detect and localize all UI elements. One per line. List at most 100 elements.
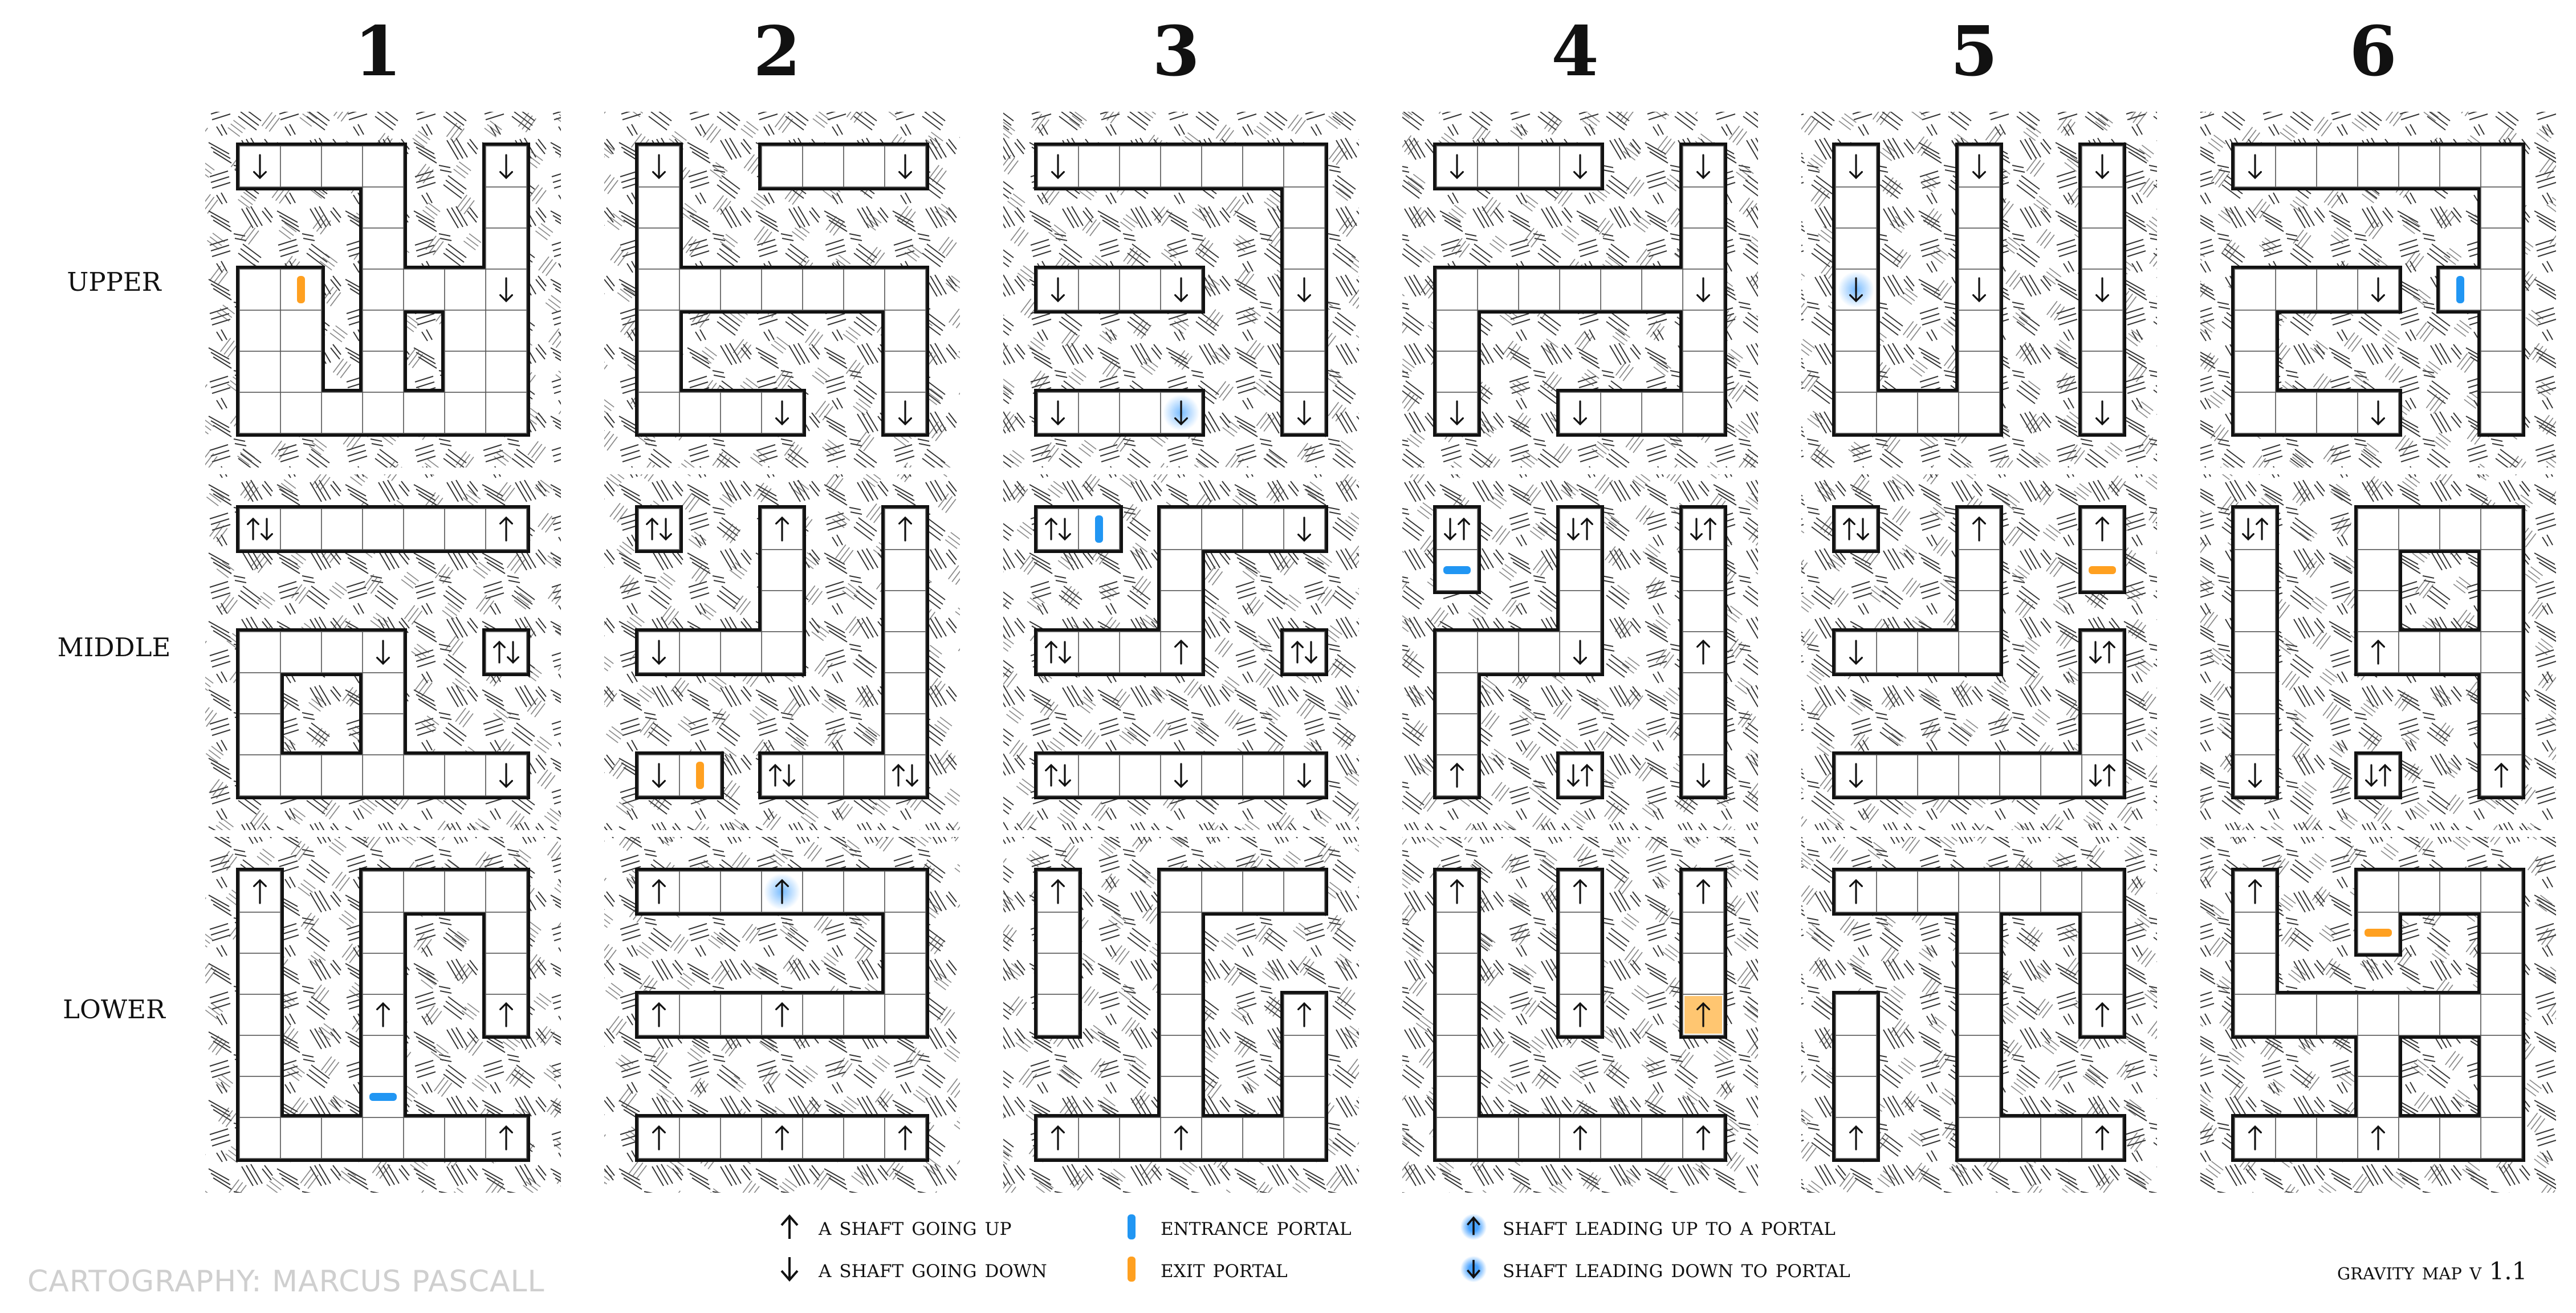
marker-up xyxy=(376,1002,390,1027)
corridor-cell xyxy=(2040,754,2082,796)
corridor-cell xyxy=(362,713,404,755)
corridor-cell xyxy=(1835,351,1877,393)
corridor-cell xyxy=(2480,590,2522,632)
corridor-cell xyxy=(1477,631,1519,673)
corridor-cell xyxy=(1283,871,1325,913)
corridor-cell xyxy=(1682,186,1724,229)
marker-dn xyxy=(2095,277,2109,303)
corridor-cell xyxy=(884,310,926,352)
corridor-cell xyxy=(1559,269,1601,311)
corridor-cell xyxy=(2357,1076,2399,1118)
corridor-cell xyxy=(362,269,404,311)
corridor-cell xyxy=(2234,631,2276,673)
corridor-cell xyxy=(1078,1117,1120,1159)
corridor-cell xyxy=(1436,1035,1478,1077)
marker-dnup xyxy=(1567,763,1593,787)
corridor-cell xyxy=(884,631,926,673)
corridor-cell xyxy=(1201,145,1243,188)
corridor-cell xyxy=(444,351,486,393)
corridor-cell xyxy=(1160,953,1202,995)
corridor-cell xyxy=(679,269,721,311)
corridor-cell xyxy=(638,269,680,311)
marker-up xyxy=(2095,516,2109,542)
legend-shaft-up: a shaft going up xyxy=(775,1212,1012,1241)
corridor-cell xyxy=(1160,994,1202,1036)
corridor-cell xyxy=(485,351,527,393)
corridor-cell xyxy=(1518,269,1560,311)
corridor-cell xyxy=(362,953,404,995)
marker-updn xyxy=(646,517,672,541)
corridor-cell xyxy=(1436,310,1478,352)
marker-dnup xyxy=(1690,517,1716,541)
corridor-cell xyxy=(1559,590,1601,632)
marker-dn xyxy=(1297,277,1311,303)
marker-dnup xyxy=(2365,763,2391,787)
corridor-cell xyxy=(2081,631,2123,673)
corridor-cell xyxy=(1078,631,1120,673)
marker-updn xyxy=(1045,640,1071,664)
corridor-cell xyxy=(1119,754,1161,796)
marker-up xyxy=(1297,1002,1311,1027)
corridor-cell xyxy=(1283,310,1325,352)
marker-dn xyxy=(1696,763,1710,788)
corridor-cell xyxy=(362,1035,404,1077)
corridor-cell xyxy=(403,508,445,550)
corridor-cell xyxy=(802,1117,844,1159)
corridor-cell xyxy=(884,953,926,995)
corridor-cell xyxy=(2275,145,2317,188)
corridor-cell xyxy=(761,754,803,796)
corridor-cell xyxy=(321,1117,363,1159)
corridor-cell xyxy=(2398,1117,2440,1159)
corridor-cell xyxy=(761,590,803,632)
marker-updn xyxy=(769,763,795,787)
column-label-6: 6 xyxy=(2349,11,2397,92)
corridor-cell xyxy=(1436,269,1478,311)
corridor-cell xyxy=(802,145,844,188)
corridor-cell xyxy=(1835,392,1877,434)
corridor-cell xyxy=(2439,508,2481,550)
corridor-cell xyxy=(1242,1117,1284,1159)
marker-dn xyxy=(652,640,666,665)
row-label-lower: lower xyxy=(63,985,165,1027)
corridor-cell xyxy=(2480,672,2522,714)
corridor-cell xyxy=(239,508,281,550)
marker-dn xyxy=(1972,154,1986,180)
corridor-cell xyxy=(2234,912,2276,954)
corridor-cell xyxy=(2439,994,2481,1036)
corridor-cell xyxy=(1518,145,1560,188)
maze-3-middle xyxy=(1003,474,1359,830)
marker-up xyxy=(652,1125,666,1151)
corridor-cell xyxy=(239,912,281,954)
corridor-cell xyxy=(1283,145,1325,188)
row-label-upper: upper xyxy=(67,258,161,300)
marker-dn xyxy=(898,400,912,426)
corridor-cell xyxy=(280,754,322,796)
marker-dn xyxy=(652,763,666,788)
marker-up xyxy=(1051,1125,1065,1151)
corridor-cell xyxy=(843,754,885,796)
marker-dnup xyxy=(1567,517,1593,541)
corridor-cell xyxy=(2234,392,2276,434)
marker-up xyxy=(775,516,789,542)
corridor-cell xyxy=(1160,1076,1202,1118)
corridor-cell xyxy=(884,871,926,913)
corridor-cell xyxy=(1201,1117,1243,1159)
corridor-cell xyxy=(1600,269,1642,311)
corridor-cell xyxy=(2357,754,2399,796)
corridor-cell xyxy=(720,994,762,1036)
corridor-cell xyxy=(2480,508,2522,550)
corridor-cell xyxy=(1037,912,1079,954)
corridor-cell xyxy=(2480,269,2522,311)
corridor-cell xyxy=(321,754,363,796)
marker-entr-h xyxy=(1443,566,1471,574)
corridor-cell xyxy=(1559,953,1601,995)
corridor-cell xyxy=(1958,590,2000,632)
corridor-cell xyxy=(403,1117,445,1159)
corridor-cell xyxy=(1876,392,1918,434)
corridor-cell xyxy=(1682,590,1724,632)
corridor-cell xyxy=(1641,1117,1683,1159)
corridor-cell xyxy=(1436,631,1478,673)
corridor-cell xyxy=(2480,310,2522,352)
corridor-cell xyxy=(1160,871,1202,913)
corridor-cell xyxy=(1201,871,1243,913)
